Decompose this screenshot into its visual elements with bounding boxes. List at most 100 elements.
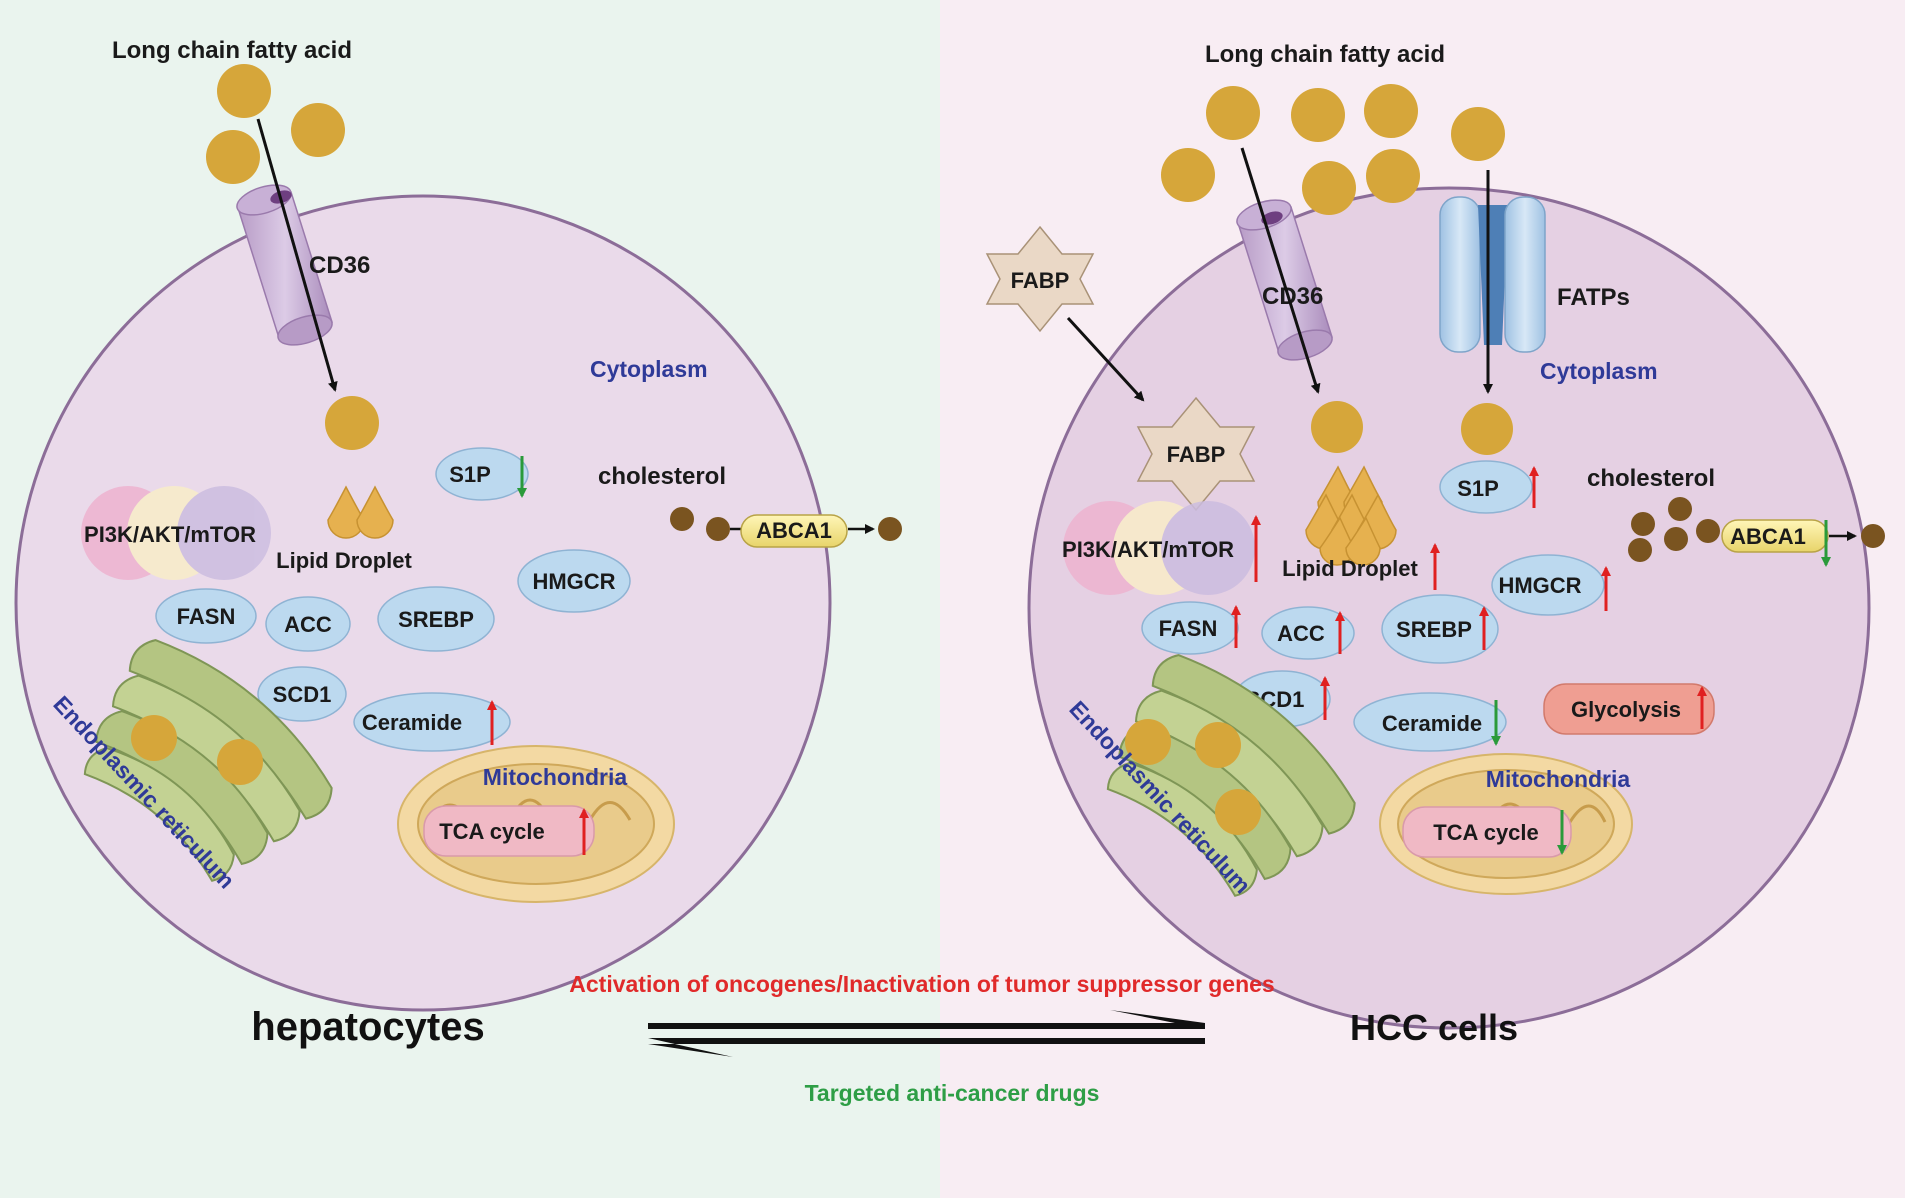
cd36-label: CD36 bbox=[1262, 283, 1323, 310]
hmgcr-label: HMGCR bbox=[1498, 573, 1581, 598]
acc-enzyme bbox=[1261, 606, 1355, 660]
tca-cycle-box bbox=[1402, 806, 1572, 858]
cholesterol-molecule bbox=[1668, 497, 1692, 521]
fatty-acid-molecules bbox=[206, 64, 345, 184]
cholesterol-molecule bbox=[1861, 524, 1885, 548]
fatps-label: FATPs bbox=[1557, 284, 1630, 311]
fabp-transport-arrow bbox=[1066, 316, 1145, 402]
fabp-star-outside bbox=[985, 225, 1095, 333]
lipid-droplet-label: Lipid Droplet bbox=[1282, 556, 1418, 581]
glycolysis-label: Glycolysis bbox=[1571, 697, 1681, 722]
s1p-label: S1P bbox=[1457, 476, 1499, 501]
mitochondria-label: Mitochondria bbox=[483, 764, 628, 790]
lipid-droplet-cluster-icon bbox=[1305, 465, 1397, 566]
reverse-half-arrow bbox=[648, 1038, 1205, 1057]
fatty-acid-molecule bbox=[217, 64, 271, 118]
srebp-enzyme bbox=[1381, 594, 1499, 664]
abca1-transporter bbox=[1721, 519, 1829, 553]
cholesterol-molecule bbox=[706, 517, 730, 541]
abca1-efflux bbox=[670, 507, 902, 548]
cholesterol-molecule bbox=[1628, 538, 1652, 562]
acc-enzyme bbox=[265, 596, 351, 652]
pi3k-akt-mtor-complex bbox=[81, 486, 271, 580]
drugs-label: Targeted anti-cancer drugs bbox=[805, 1080, 1100, 1106]
acc-label: ACC bbox=[284, 612, 332, 637]
transition-arrows: Activation of oncogenes/Inactivation of … bbox=[569, 971, 1274, 1106]
abca1-label: ABCA1 bbox=[1730, 524, 1806, 549]
srebp-label: SREBP bbox=[398, 607, 474, 632]
ceramide-enzyme bbox=[1353, 692, 1507, 752]
fatty-acid-molecules bbox=[1161, 84, 1505, 215]
cholesterol-molecule bbox=[878, 517, 902, 541]
er-fatty-acid bbox=[131, 715, 177, 761]
hcc-panel: Long chain fatty acid FABP CD36 bbox=[985, 41, 1885, 1048]
cd36-transporter bbox=[1236, 199, 1333, 361]
hmgcr-enzyme bbox=[1491, 554, 1605, 616]
s1p-label: S1P bbox=[449, 462, 491, 487]
cytoplasm-label: Cytoplasm bbox=[590, 356, 708, 382]
cytoplasm-label: Cytoplasm bbox=[1540, 358, 1658, 384]
fatty-acid-molecule bbox=[1364, 84, 1418, 138]
fatty-acid-uptake-arrow bbox=[256, 118, 338, 392]
endoplasmic-reticulum bbox=[1106, 654, 1356, 897]
hcc-cells-title: HCC cells bbox=[1350, 1007, 1518, 1048]
fasn-label: FASN bbox=[177, 604, 236, 629]
cholesterol-label: cholesterol bbox=[1587, 465, 1715, 492]
ceramide-label: Ceramide bbox=[1382, 711, 1482, 736]
hmgcr-enzyme bbox=[517, 549, 631, 613]
pi3k-akt-mtor-label: PI3K/AKT/mTOR bbox=[84, 522, 256, 547]
cd36-label: CD36 bbox=[309, 252, 370, 279]
fasn-label: FASN bbox=[1159, 616, 1218, 641]
cholesterol-molecule bbox=[670, 507, 694, 531]
internalized-fatty-acid bbox=[1311, 401, 1363, 453]
fatty-acid-molecule bbox=[1161, 148, 1215, 202]
mitochondria-label: Mitochondria bbox=[1486, 766, 1631, 792]
internalized-fatty-acid bbox=[1461, 403, 1513, 455]
cholesterol-molecule bbox=[1631, 512, 1655, 536]
s1p-enzyme bbox=[1439, 460, 1533, 514]
s1p-enzyme bbox=[435, 447, 529, 501]
acc-label: ACC bbox=[1277, 621, 1325, 646]
fabp-inside-label: FABP bbox=[1167, 442, 1226, 467]
pi3k-akt-mtor-label: PI3K/AKT/mTOR bbox=[1062, 537, 1234, 562]
er-fatty-acid bbox=[1215, 789, 1261, 835]
srebp-label: SREBP bbox=[1396, 617, 1472, 642]
cholesterol-label: cholesterol bbox=[598, 463, 726, 490]
tca-cycle-label: TCA cycle bbox=[439, 819, 545, 844]
forward-half-arrow bbox=[648, 1010, 1205, 1029]
scd1-label: SCD1 bbox=[273, 682, 332, 707]
fabp-outside-label: FABP bbox=[1011, 268, 1070, 293]
hepatocytes-title: hepatocytes bbox=[251, 1005, 484, 1049]
internalized-fatty-acid bbox=[325, 396, 379, 450]
cd36-uptake-arrow bbox=[1240, 147, 1321, 394]
er-fatty-acid bbox=[1195, 722, 1241, 768]
fatps-transporter bbox=[1439, 196, 1546, 353]
fatty-acid-molecule bbox=[1366, 149, 1420, 203]
fasn-enzyme bbox=[1141, 601, 1239, 655]
fatty-acid-molecule bbox=[1291, 88, 1345, 142]
lipid-droplet-label: Lipid Droplet bbox=[276, 548, 412, 573]
hmgcr-label: HMGCR bbox=[532, 569, 615, 594]
abca1-efflux bbox=[1628, 497, 1885, 562]
srebp-enzyme bbox=[377, 586, 495, 652]
abca1-label: ABCA1 bbox=[756, 518, 832, 543]
pi3k-akt-mtor-complex bbox=[1063, 501, 1255, 595]
fatty-acid-molecule bbox=[1451, 107, 1505, 161]
ceramide-enzyme bbox=[353, 692, 511, 752]
fasn-enzyme bbox=[155, 588, 257, 644]
er-fatty-acid bbox=[217, 739, 263, 785]
abca1-transporter bbox=[740, 514, 848, 548]
glycolysis-box bbox=[1543, 683, 1715, 735]
fatty-acid-molecule bbox=[1206, 86, 1260, 140]
ceramide-label: Ceramide bbox=[362, 710, 462, 735]
lipid-droplet-icon bbox=[327, 485, 394, 539]
tca-cycle-label: TCA cycle bbox=[1433, 820, 1539, 845]
activation-label: Activation of oncogenes/Inactivation of … bbox=[569, 971, 1274, 997]
fatty-acid-molecule bbox=[206, 130, 260, 184]
cholesterol-molecule bbox=[1696, 519, 1720, 543]
fatty-acid-molecule bbox=[1302, 161, 1356, 215]
fatty-acid-label: Long chain fatty acid bbox=[1205, 41, 1445, 68]
tca-cycle-box bbox=[423, 805, 595, 857]
fatty-acid-label: Long chain fatty acid bbox=[112, 37, 352, 64]
